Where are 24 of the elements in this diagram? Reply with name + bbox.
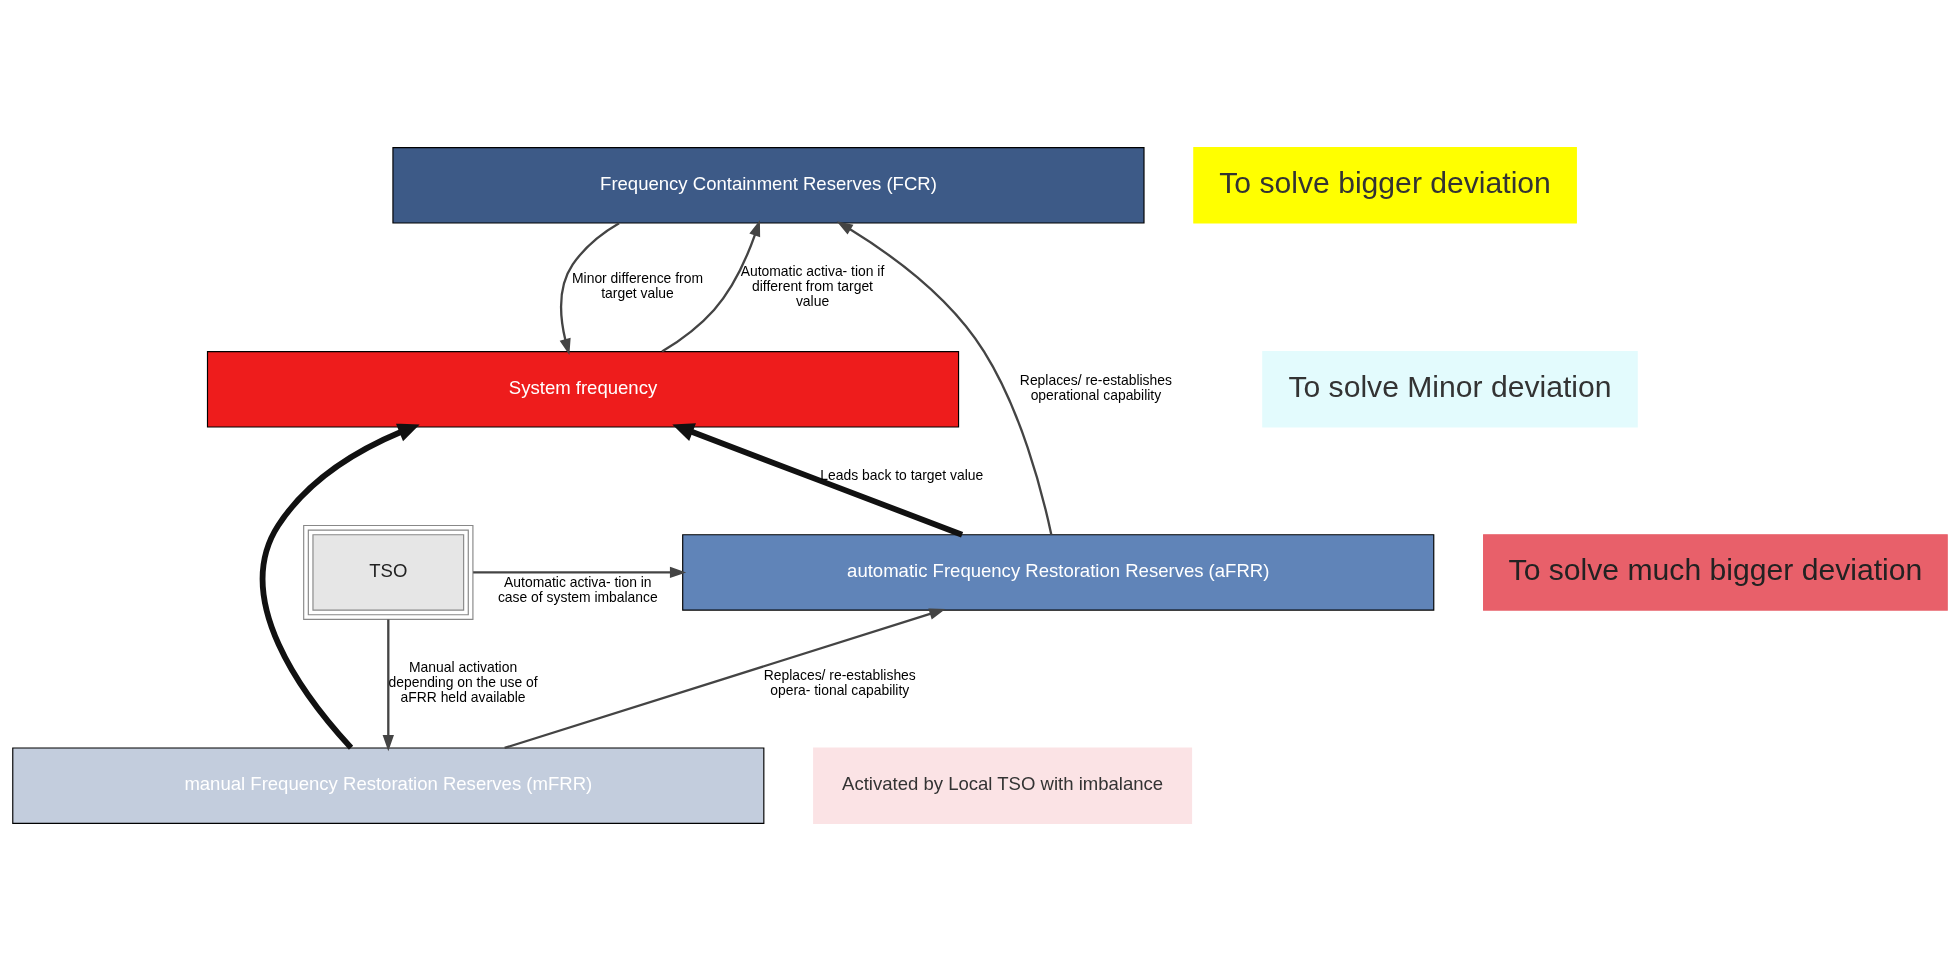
node-box: automatic Frequency Restoration Reserves (aFRR) (682, 533, 1435, 611)
edge-label: Replaces/ re-establishes operational capability (1019, 371, 1172, 403)
edge-label: Automatic activa- tion if different from target value (740, 262, 885, 309)
node-box: manual Frequency Restoration Reserves (mFRR) (12, 746, 765, 824)
arrow (661, 219, 761, 353)
arrow (473, 566, 687, 578)
edge-label: Automatic activa- tion in case of system imbalance (497, 573, 658, 605)
arrow (672, 422, 964, 537)
arrow (559, 221, 620, 355)
node-box: To solve Minor deviation (1262, 350, 1638, 428)
edge-label: Minor difference from target value (572, 269, 703, 301)
node-box: Frequency Containment Reserves (FCR) (392, 146, 1145, 224)
node-box: To solve bigger deviation (1193, 146, 1577, 224)
arrow (259, 423, 420, 750)
node-box: Activated by Local TSO with imbalance (813, 746, 1193, 824)
node-box: To solve much bigger deviation (1483, 533, 1948, 611)
arrow (504, 608, 946, 749)
edge-label: Manual activation depending on the use of aFRR held available (388, 658, 538, 705)
arrow (836, 220, 1053, 535)
edge-label: Leads back to target value (820, 466, 984, 483)
arrow (382, 618, 394, 751)
node-box: TSO (303, 524, 474, 620)
node-box: System frequency (206, 350, 960, 428)
edge-label: Replaces/ re-establishes opera- tional capability (763, 666, 916, 698)
